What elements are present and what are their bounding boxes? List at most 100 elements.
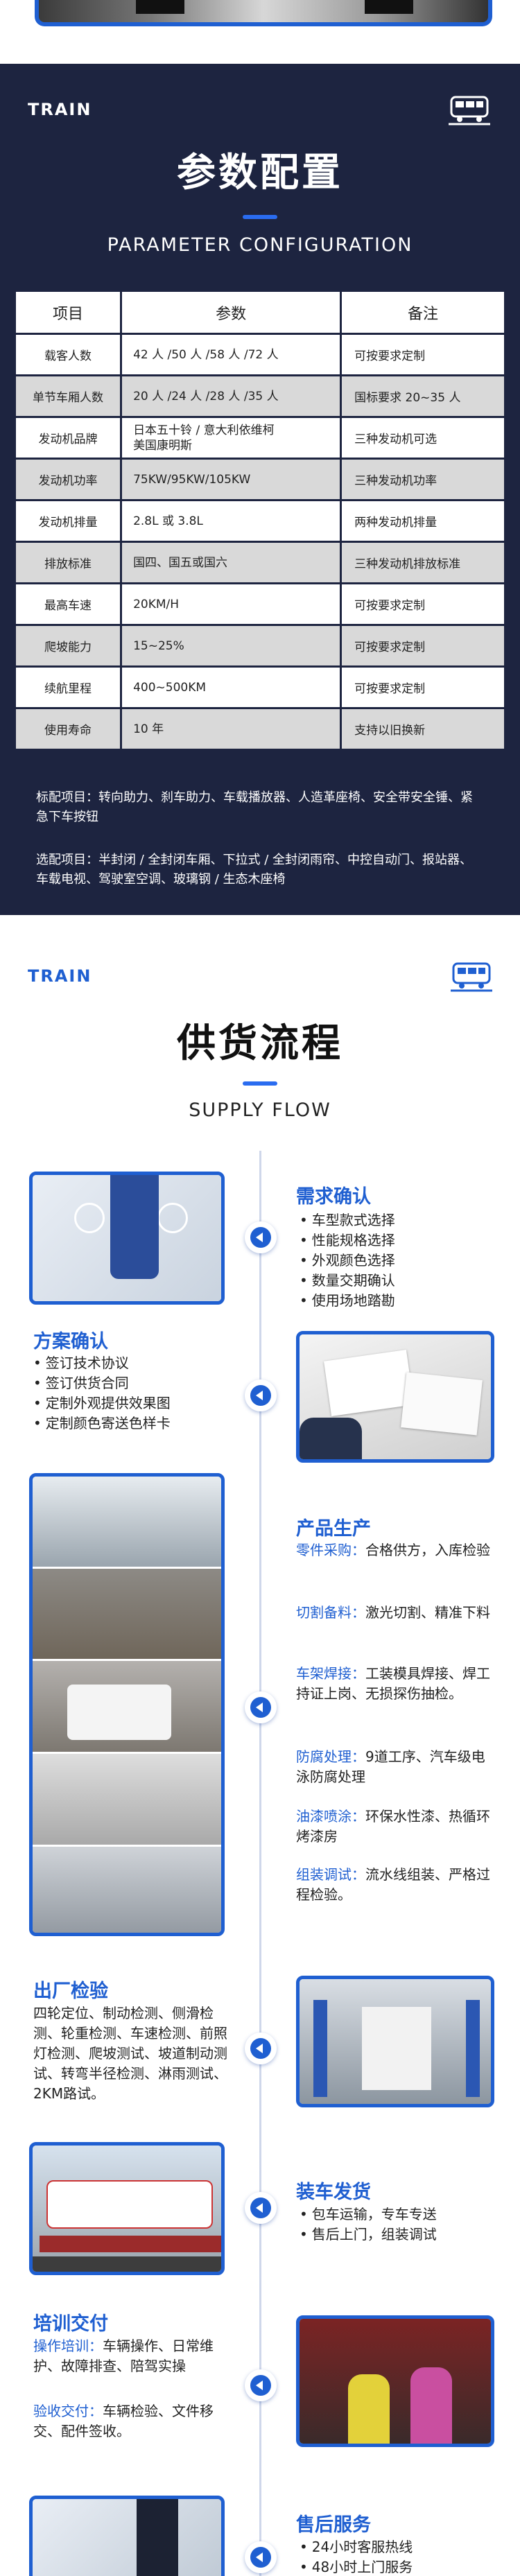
timeline-node — [245, 1380, 277, 1411]
table-cell: 续航里程 — [13, 665, 123, 709]
standard-config: 标配项目：转向助力、刹车助力、车载播放器、人造革座椅、安全带安全锤、紧急下车按钮 — [36, 788, 480, 827]
table-cell: 42 人 /50 人 /58 人 /72 人 — [120, 333, 343, 376]
table-cell: 2.8L 或 3.8L — [120, 499, 343, 543]
table-header: 备注 — [340, 290, 506, 335]
arrow-left-icon — [256, 1233, 263, 1242]
table-cell: 20 人 /24 人 /28 人 /35 人 — [120, 374, 343, 418]
table-cell: 发动机品牌 — [13, 416, 123, 460]
photo-detail — [136, 0, 184, 14]
step-key: 车架焊接： — [296, 1665, 365, 1682]
train-icon — [449, 96, 490, 125]
aftersales-photo — [29, 2496, 225, 2576]
table-cell: 单节车厢人数 — [13, 374, 123, 418]
list-item: 外观颜色选择 — [300, 1251, 395, 1271]
step-key: 验收交付： — [33, 2403, 103, 2419]
step-text: 激光切割、精准下料 — [365, 1604, 490, 1621]
timeline-node — [245, 2192, 277, 2224]
table-cell: 最高车速 — [13, 582, 123, 626]
step-key: 油漆喷涂： — [296, 1808, 365, 1825]
step-key: 切割备料： — [296, 1604, 365, 1621]
title-accent-bar — [243, 1081, 277, 1086]
list-item: 签订技术协议 — [33, 1353, 171, 1373]
production-photo — [29, 1473, 225, 1936]
table-cell: 日本五十铃 / 意大利依维柯 美国康明斯 — [120, 416, 343, 460]
step-key: 零件采购： — [296, 1542, 365, 1558]
step-title-production: 产品生产 — [296, 1518, 371, 1540]
list-item: 数量交期确认 — [300, 1271, 395, 1291]
table-cell: 400~500KM — [120, 665, 343, 709]
table-cell: 三种发动机功率 — [340, 458, 506, 501]
title-accent-bar — [243, 215, 277, 219]
standard-config-label: 标配项目： — [36, 790, 98, 805]
arrow-left-icon — [256, 2044, 263, 2053]
table-row: 发动机品牌日本五十铃 / 意大利依维柯 美国康明斯三种发动机可选 — [13, 416, 506, 460]
inspection-photo — [296, 1976, 494, 2107]
timeline-node — [245, 2033, 277, 2064]
table-cell: 爬坡能力 — [13, 624, 123, 668]
parameter-section: TRAIN 参数配置 PARAMETER CONFIGURATION 项目 参数… — [0, 64, 520, 915]
table-row: 排放标准国四、国五或国六三种发动机排放标准 — [13, 541, 506, 584]
production-step: 车架焊接：工装模具焊接、焊工持证上岗、无损探伤抽检。 — [296, 1664, 494, 1704]
table-cell: 两种发动机排量 — [340, 499, 506, 543]
arrow-left-icon — [256, 1703, 263, 1712]
list-item: 定制外观提供效果图 — [33, 1393, 171, 1413]
step-title-loading: 装车发货 — [296, 2182, 371, 2203]
table-cell: 可按要求定制 — [340, 582, 506, 626]
step-title-aftersales: 售后服务 — [296, 2514, 371, 2536]
timeline-node — [245, 1221, 277, 1253]
training-photo — [296, 2315, 494, 2447]
table-cell: 可按要求定制 — [340, 624, 506, 668]
demand-list: 车型款式选择 性能规格选择 外观颜色选择 数量交期确认 使用场地踏勘 — [300, 1210, 395, 1311]
step-text: 工装模具焊接、焊工持证上岗、无损探伤抽检。 — [296, 1665, 490, 1702]
production-step: 组装调试：流水线组装、严格过程检验。 — [296, 1865, 494, 1905]
step-key: 组装调试： — [296, 1866, 365, 1883]
table-cell: 75KW/95KW/105KW — [120, 458, 343, 501]
aftersales-list: 24小时客服热线 48小时上门服务 — [300, 2537, 413, 2576]
brand-label: TRAIN — [28, 966, 92, 986]
optional-config: 选配项目：半封闭 / 全封闭车厢、下拉式 / 全封闭雨帘、中控自动门、报站器、车… — [36, 851, 480, 889]
table-cell: 20KM/H — [120, 582, 343, 626]
plan-list: 签订技术协议 签订供货合同 定制外观提供效果图 定制颜色寄送色样卡 — [33, 1353, 171, 1434]
step-text: 车辆检验、文件移交、配件签收。 — [33, 2403, 214, 2439]
section-subtitle: PARAMETER CONFIGURATION — [107, 234, 413, 256]
top-photo-strip — [0, 0, 520, 33]
arrow-left-icon — [256, 2381, 263, 2390]
arrow-left-icon — [256, 2203, 263, 2213]
step-title-plan: 方案确认 — [33, 1331, 108, 1352]
timeline-node — [245, 2369, 277, 2401]
training-step: 操作培训：车辆操作、日常维护、故障排查、陪驾实操 — [33, 2336, 231, 2376]
table-cell: 国标要求 20~35 人 — [340, 374, 506, 418]
photo-detail — [365, 0, 413, 14]
optional-config-text: 半封闭 / 全封闭车厢、下拉式 / 全封闭雨帘、中控自动门、报站器、车载电视、驾… — [36, 853, 473, 887]
list-item: 包车运输，专车专送 — [300, 2204, 437, 2225]
standard-config-text: 转向助力、刹车助力、车载播放器、人造革座椅、安全带安全锤、紧急下车按钮 — [36, 790, 473, 824]
list-item: 车型款式选择 — [300, 1210, 395, 1230]
section-title: 供货流程 — [177, 1021, 343, 1066]
train-icon — [451, 962, 492, 992]
table-cell: 可按要求定制 — [340, 333, 506, 376]
step-text: 车辆操作、日常维护、故障排查、陪驾实操 — [33, 2338, 214, 2374]
production-step: 油漆喷涂：环保水性漆、热循环烤漆房 — [296, 1807, 494, 1847]
plan-photo — [296, 1331, 494, 1463]
section-title: 参数配置 — [177, 150, 343, 195]
table-cell: 支持以旧换新 — [340, 707, 506, 751]
table-cell: 使用寿命 — [13, 707, 123, 751]
loading-list: 包车运输，专车专送 售后上门，组装调试 — [300, 2204, 437, 2245]
inspection-text: 四轮定位、制动检测、侧滑检测、轮重检测、车速检测、前照灯检测、爬坡测试、坡道制动… — [33, 2005, 227, 2102]
table-cell: 15~25% — [120, 624, 343, 668]
step-text: 9道工序、汽车级电泳防腐处理 — [296, 1748, 485, 1785]
table-cell: 排放标准 — [13, 541, 123, 584]
list-item: 定制颜色寄送色样卡 — [33, 1413, 171, 1434]
table-cell: 10 年 — [120, 707, 343, 751]
brand-label: TRAIN — [28, 100, 92, 119]
list-item: 24小时客服热线 — [300, 2537, 413, 2557]
step-text: 流水线组装、严格过程检验。 — [296, 1866, 490, 1903]
production-step: 切割备料：激光切割、精准下料 — [296, 1603, 494, 1623]
